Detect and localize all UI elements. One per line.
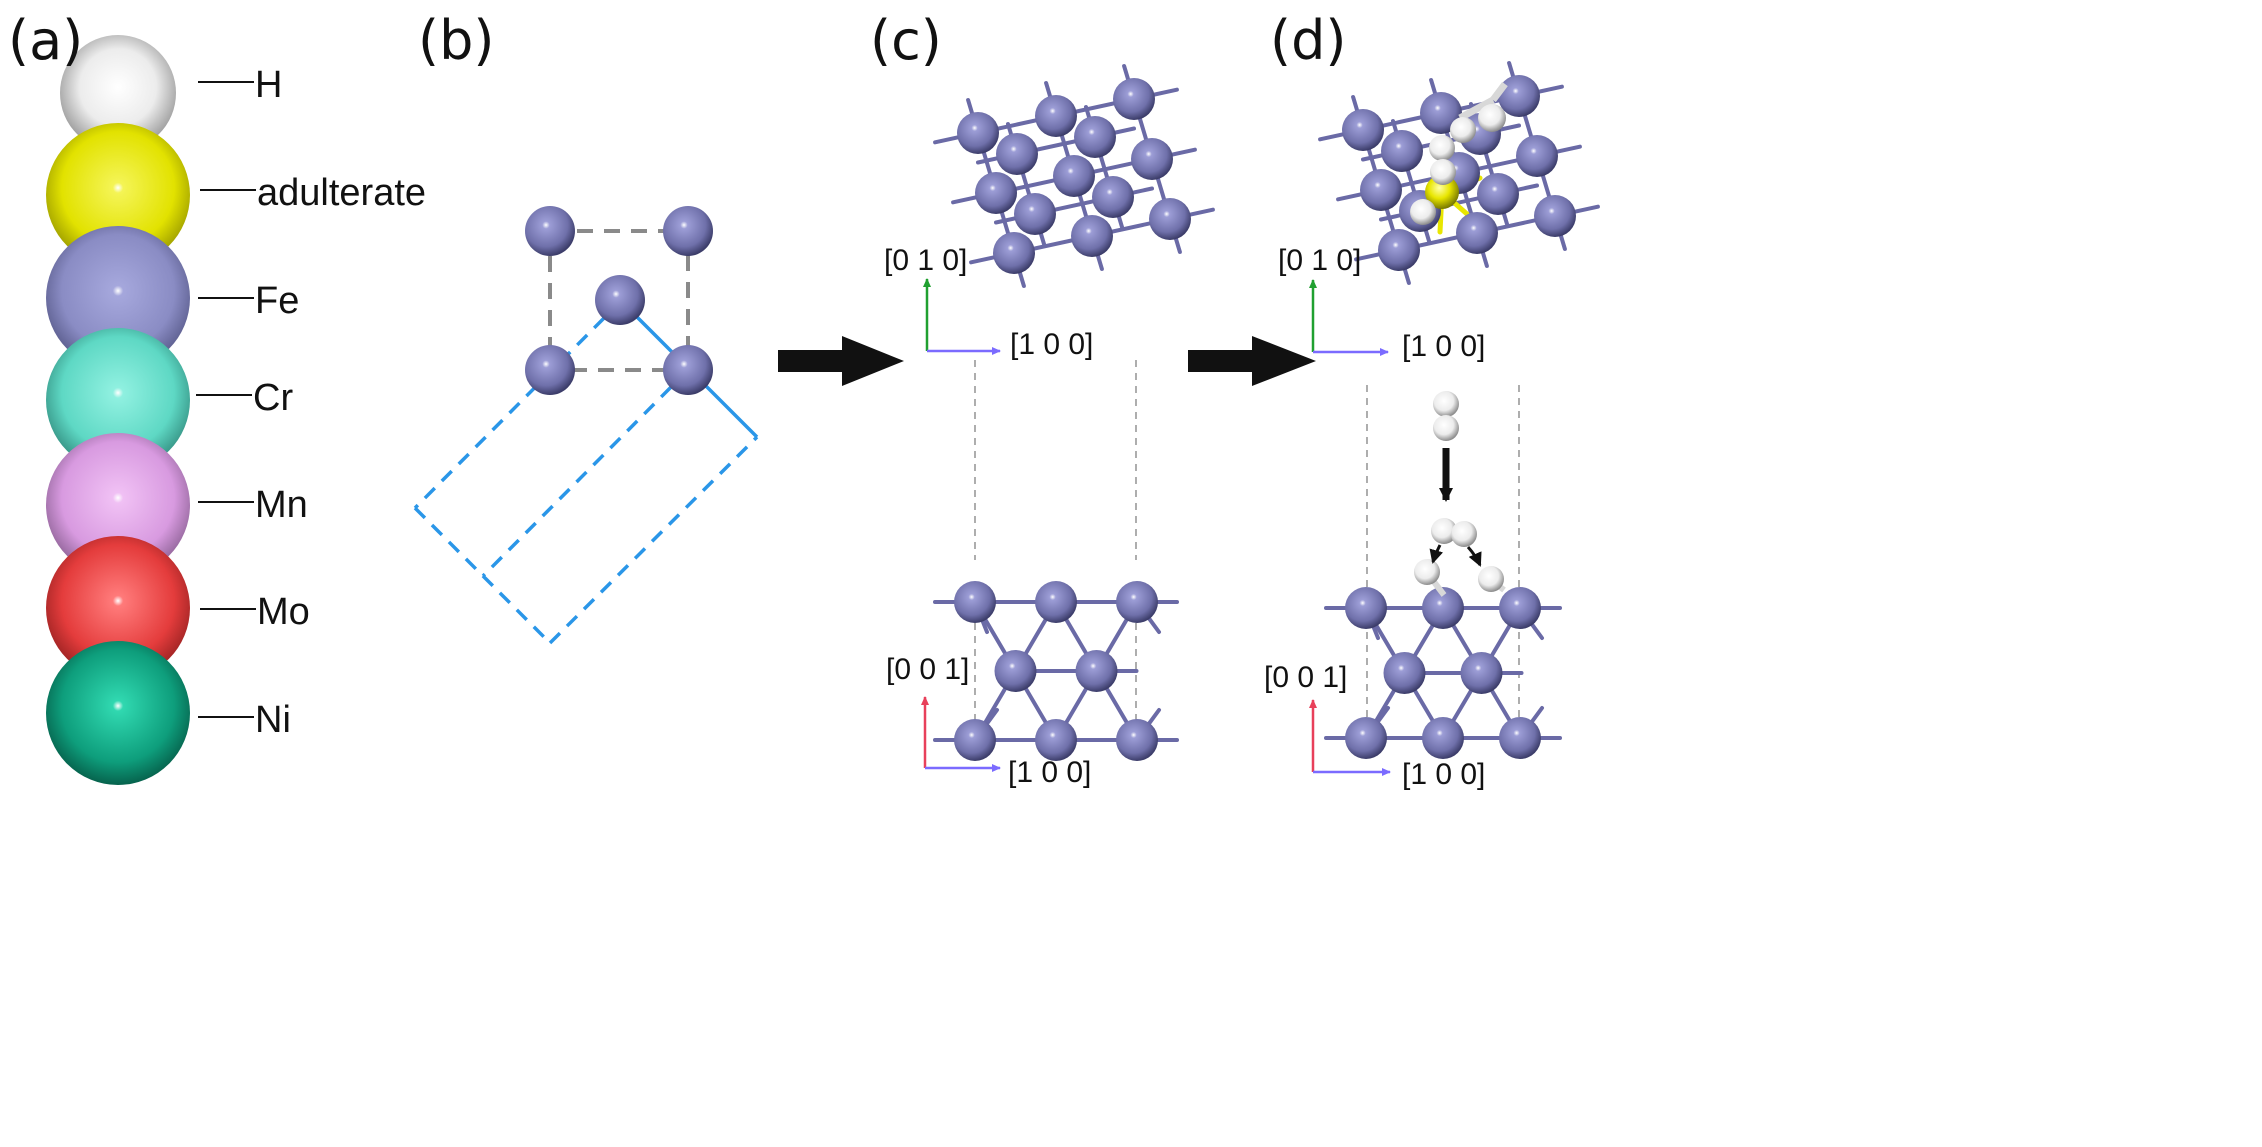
h-bond <box>1458 96 1495 122</box>
cell-square-dashed <box>548 229 690 372</box>
atom-fe <box>525 345 575 395</box>
panel-c-structure <box>921 64 1215 772</box>
atom-h <box>1433 391 1459 417</box>
cell-edge-dashed <box>481 368 690 578</box>
atom-fe <box>1035 719 1077 761</box>
axis-label-d-bot-y: [0 0 1] <box>1264 661 1348 694</box>
panel-label-c: (c) <box>870 9 942 72</box>
atom-fe <box>1074 116 1116 158</box>
atom-fe <box>1149 198 1191 240</box>
atom-fe <box>1092 176 1134 218</box>
atom-fe <box>1113 78 1155 120</box>
atom-fe <box>1420 92 1462 134</box>
legend-fe-sphere <box>46 226 190 370</box>
atom-fe <box>994 650 1037 692</box>
atom-h <box>1429 135 1455 161</box>
atom-fe <box>1345 587 1387 629</box>
atom-h <box>1450 117 1476 143</box>
atom-fe <box>1131 138 1173 180</box>
atom-h <box>1431 518 1457 544</box>
axis-label-c-bot-y: [0 0 1] <box>886 653 970 686</box>
legend-ni-sphere <box>46 641 190 785</box>
atom-fe <box>1498 75 1540 117</box>
atom-fe <box>1460 652 1503 694</box>
atom-fe <box>1456 212 1498 254</box>
cell-edge-dashed <box>548 435 759 645</box>
atom-h <box>1410 199 1436 225</box>
panel-d-structure <box>1309 61 1600 776</box>
atom-fe <box>1516 135 1558 177</box>
atom-fe <box>1381 130 1423 172</box>
atom-fe <box>954 581 996 623</box>
atom-fe <box>1116 581 1158 623</box>
legend-label-fe: Fe <box>255 280 300 322</box>
atom-fe <box>1053 155 1095 197</box>
axis-label-c-top-x: [1 0 0] <box>1010 328 1094 361</box>
atom-h <box>1478 104 1506 132</box>
legend-spheres <box>46 35 256 785</box>
panel-label-b: (b) <box>418 9 495 72</box>
cell-edge-dashed <box>413 299 623 510</box>
atom-fe <box>1477 173 1519 215</box>
atom-fe <box>1116 719 1158 761</box>
panel-label-d: (d) <box>1270 9 1347 72</box>
bcc-unit-cell <box>413 206 759 645</box>
atom-h <box>1478 566 1504 592</box>
dissociation-arrow <box>1429 544 1444 564</box>
legend-cr-sphere <box>46 328 190 472</box>
atom-fe <box>595 275 645 325</box>
atom-fe <box>663 206 713 256</box>
atom-fe <box>1383 652 1426 694</box>
atom-fe <box>954 719 996 761</box>
atom-fe <box>525 206 575 256</box>
process-arrow <box>1188 336 1316 386</box>
legend-label-h: H <box>255 64 283 106</box>
legend-mo-sphere <box>46 536 190 680</box>
cell-edge-dashed <box>413 506 552 645</box>
atom-fe <box>1499 717 1541 759</box>
atom-fe <box>1360 169 1402 211</box>
axis-label-d-bot-x: [1 0 0] <box>1402 758 1486 791</box>
atom-fe <box>1422 587 1464 629</box>
atom-fe <box>1035 95 1077 137</box>
atom-fe <box>957 112 999 154</box>
atom-fe <box>1071 215 1113 257</box>
atom-h <box>1414 559 1440 585</box>
atom-h <box>1433 415 1459 441</box>
atom-fe <box>1499 587 1541 629</box>
atom-h <box>1430 159 1456 185</box>
atom-fe <box>1345 717 1387 759</box>
legend-label-adulterate: adulterate <box>257 172 427 214</box>
atom-fe <box>1422 717 1464 759</box>
atom-fe <box>1378 229 1420 271</box>
legend-adulterate-sphere <box>46 123 190 267</box>
atom-fe <box>1014 193 1056 235</box>
atom-fe <box>975 172 1017 214</box>
legend-h-sphere <box>60 35 176 151</box>
legend-label-cr: Cr <box>253 377 294 419</box>
atom-fe <box>1534 195 1576 237</box>
legend-label-mn: Mn <box>255 484 308 526</box>
legend-mn-sphere <box>46 433 190 577</box>
axis-label-d-top-y: [0 1 0] <box>1278 244 1362 277</box>
legend-label-ni: Ni <box>255 699 291 741</box>
legend-label-mo: Mo <box>257 591 310 633</box>
atom-fe <box>1035 581 1077 623</box>
atom-fe <box>1342 109 1384 151</box>
atom-fe <box>1075 650 1118 692</box>
process-arrow <box>778 336 904 386</box>
atom-fe <box>993 232 1035 274</box>
axis-label-c-bot-x: [1 0 0] <box>1008 756 1092 789</box>
axis-label-c-top-y: [0 1 0] <box>884 244 968 277</box>
dissociation-arrow <box>1466 546 1482 567</box>
atom-fe <box>663 345 713 395</box>
axis-label-d-top-x: [1 0 0] <box>1402 330 1486 363</box>
atom-dopant <box>1425 175 1459 209</box>
h-bond <box>1490 81 1508 103</box>
atom-h <box>1451 521 1477 547</box>
atom-fe <box>996 133 1038 175</box>
panel-label-a: (a) <box>8 9 84 72</box>
